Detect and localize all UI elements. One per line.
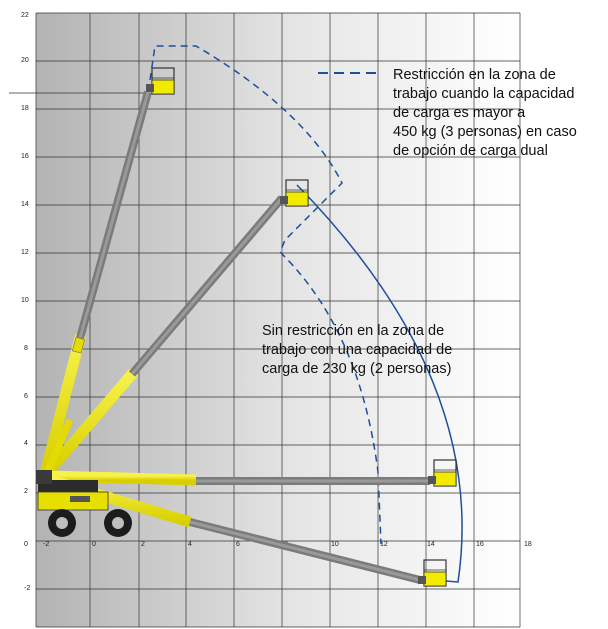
y-tick-label: 20 [21, 57, 29, 64]
machine-chassis-icon [36, 470, 109, 511]
x-tick-label: 4 [188, 541, 192, 548]
lift-cylinder [41, 418, 74, 480]
boom-horizontal [45, 470, 430, 486]
y-tick-label: -2 [24, 585, 30, 592]
legend-line: 450 kg (3 personas) en caso [393, 124, 577, 140]
y-tick-label: 10 [21, 297, 29, 304]
platform-basket-icon [280, 179, 309, 207]
x-tick-label: 16 [476, 541, 484, 548]
y-tick-label: 12 [21, 249, 29, 256]
platform-basket-icon [418, 559, 447, 587]
platform-basket-icon [146, 67, 175, 95]
restricted-envelope-dashed [149, 45, 382, 545]
legend-line: Restricción en la zona de [393, 67, 556, 83]
y-tick-label: 2 [24, 488, 28, 495]
boom-diagonal-high [44, 195, 286, 476]
y-tick-label: 0 [24, 541, 28, 548]
annotation-text: Sin restricción en la zona de trabajo co… [262, 322, 452, 379]
x-tick-label: 18 [524, 541, 532, 548]
y-tick-label: 16 [21, 153, 29, 160]
y-tick-label: 8 [24, 345, 28, 352]
x-tick-label: 12 [380, 541, 388, 548]
y-tick-label: 18 [21, 105, 29, 112]
full-envelope-solid [296, 184, 463, 583]
x-tick-label: 6 [236, 541, 240, 548]
legend-line: trabajo cuando la capacidad [393, 86, 575, 102]
y-tick-label: 22 [21, 12, 29, 19]
x-tick-label: 2 [141, 541, 145, 548]
y-tick-label: 4 [24, 440, 28, 447]
y-tick-label: 14 [21, 201, 29, 208]
x-axis-ticks: -2 0 2 4 6 8 10 12 14 16 18 [43, 541, 532, 548]
x-tick-label: 0 [92, 541, 96, 548]
legend-text: Restricción en la zona de trabajo cuando… [393, 66, 577, 161]
x-tick-label: 14 [427, 541, 435, 548]
boom-vertical [40, 90, 152, 476]
y-tick-label: 6 [24, 393, 28, 400]
annotation-line: carga de 230 kg (2 personas) [262, 361, 452, 377]
wheel-icon [104, 509, 132, 537]
x-tick-label: -2 [43, 541, 49, 548]
y-axis-ticks: -2 0 2 4 6 8 10 12 14 16 18 20 22 [21, 12, 30, 592]
annotation-line: Sin restricción en la zona de [262, 323, 445, 339]
annotation-line: trabajo con una capacidad de [262, 342, 453, 358]
x-tick-label: 10 [331, 541, 339, 548]
legend-line: de carga es mayor a [393, 105, 526, 121]
legend-line: de opción de carga dual [393, 143, 548, 159]
wheel-icon [48, 509, 76, 537]
platform-basket-icon [428, 459, 457, 487]
